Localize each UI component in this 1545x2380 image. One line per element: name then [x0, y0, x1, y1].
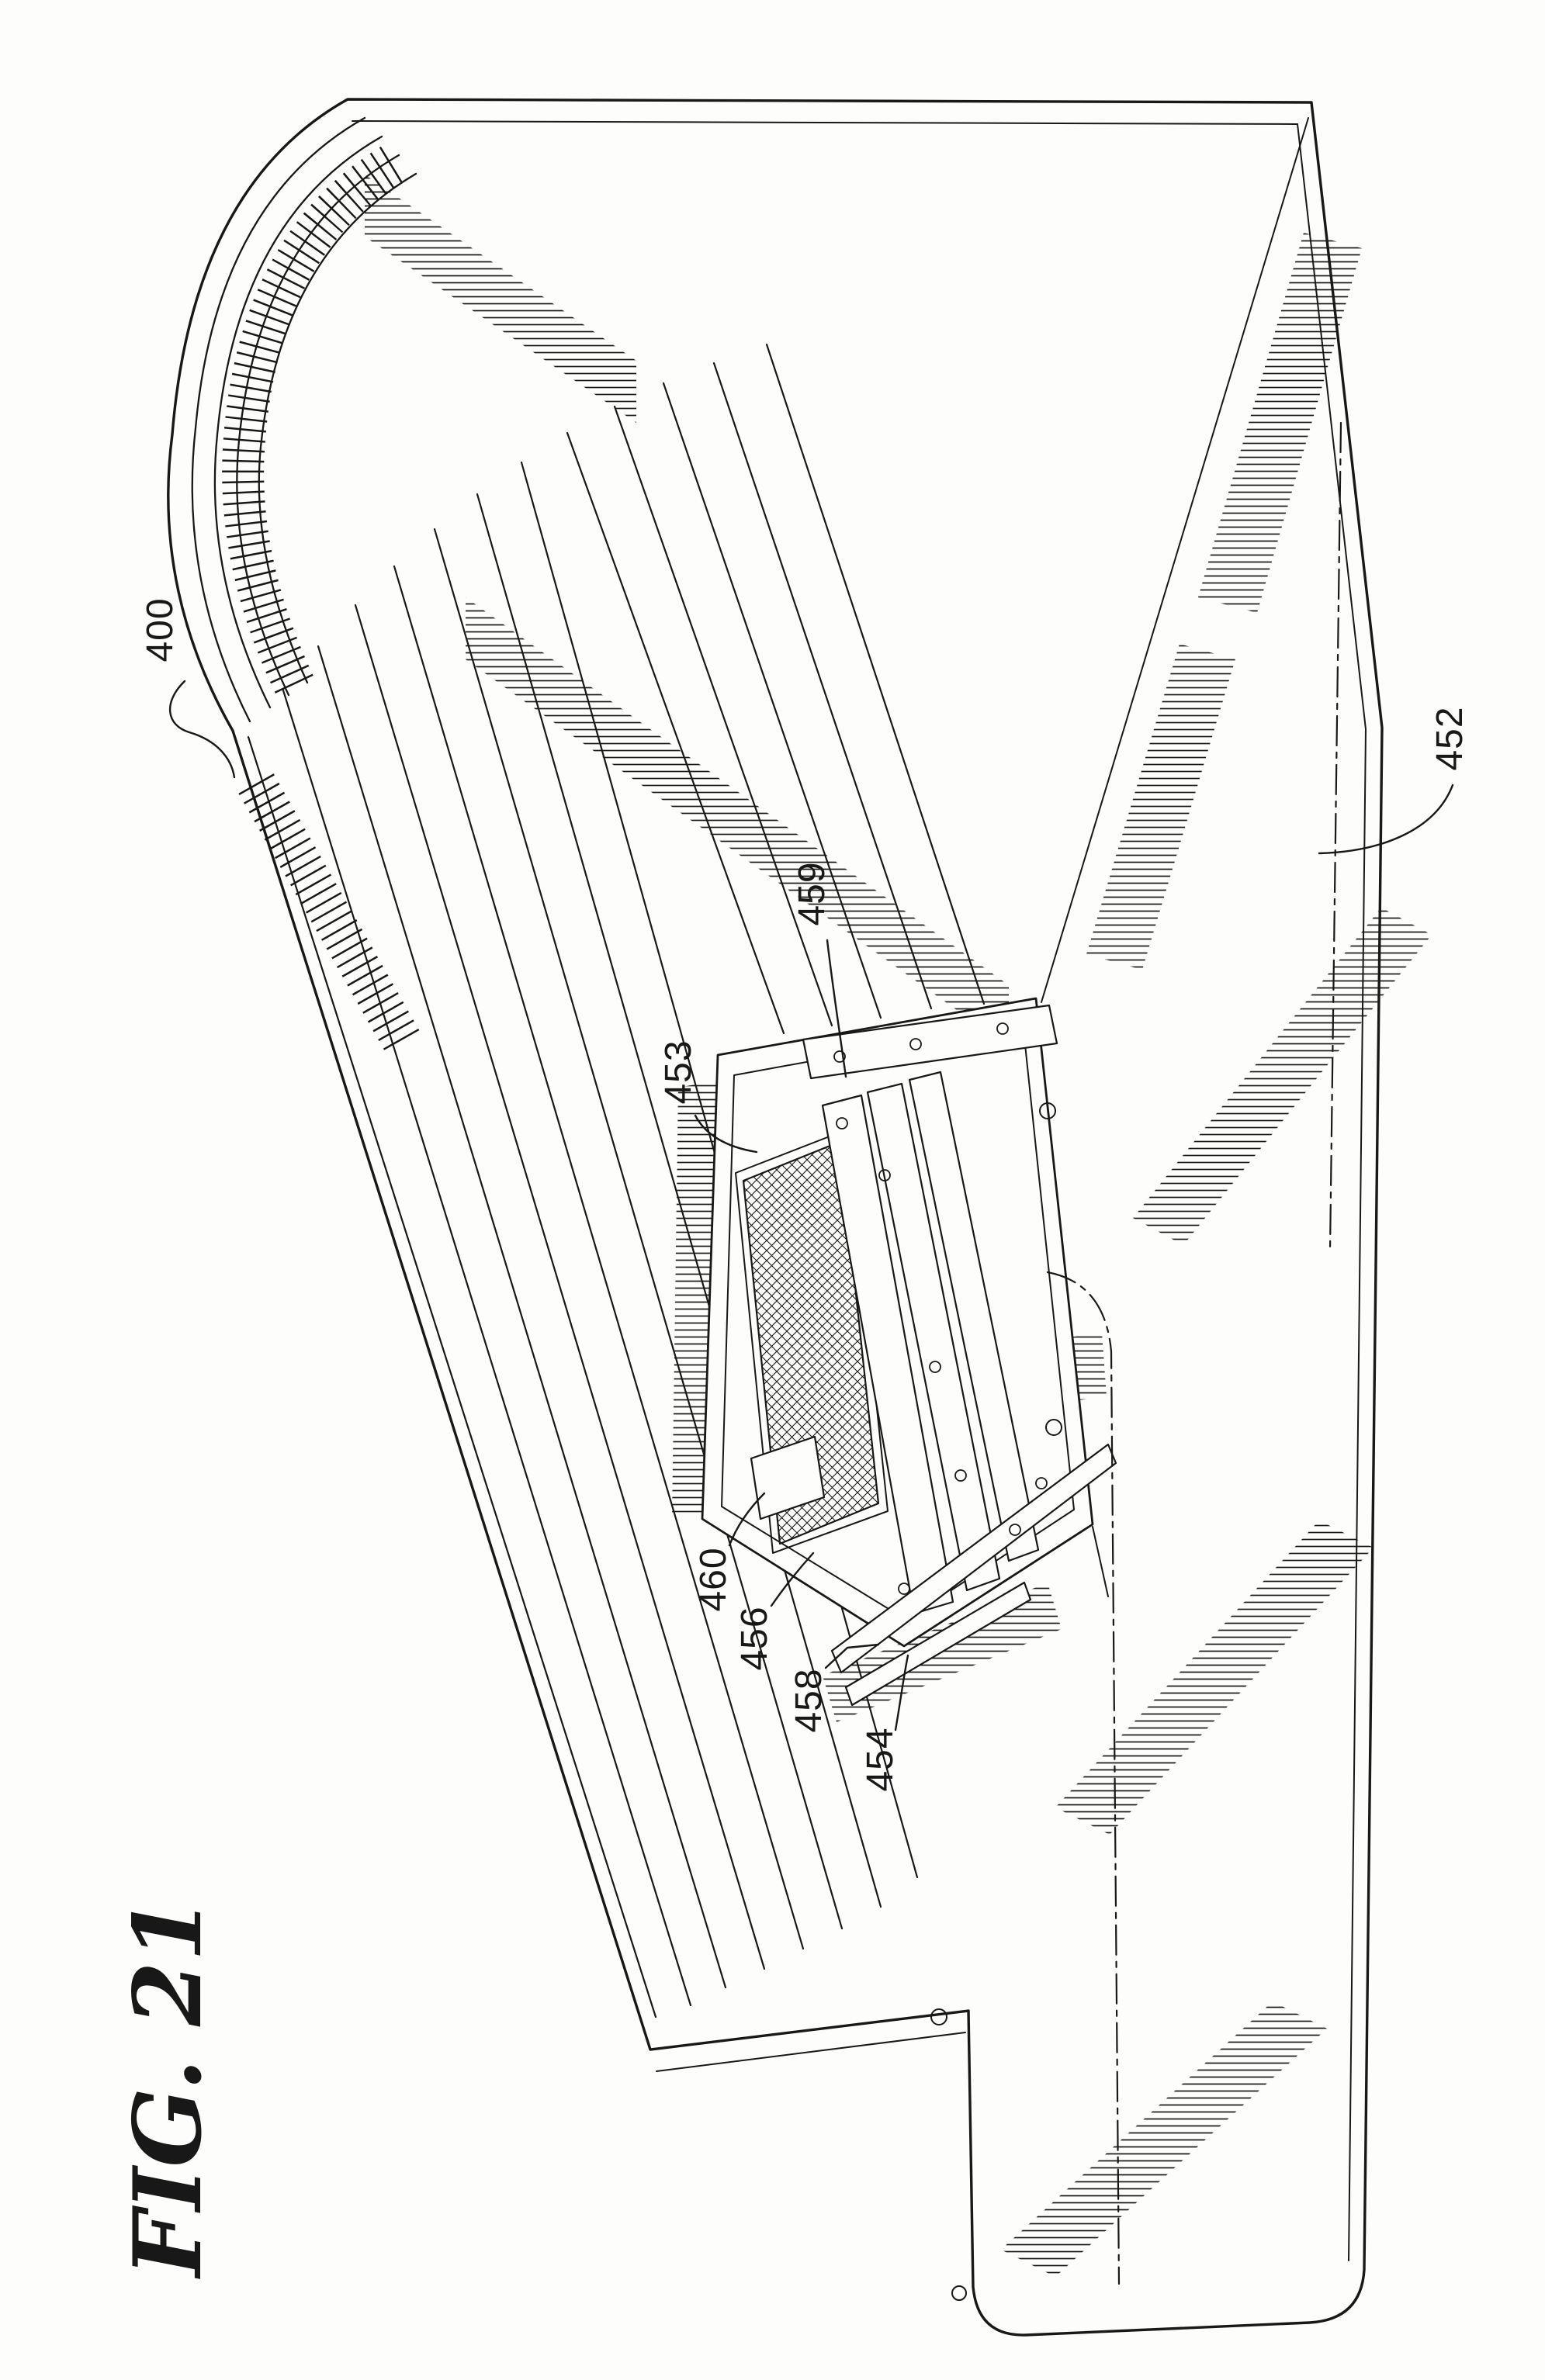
leader-line-400 — [168, 680, 236, 779]
figure-caption: FIG. 21 — [113, 1897, 223, 2279]
centerlines — [1046, 421, 1342, 2285]
mesh-crosshatch — [742, 1140, 880, 1545]
guide-plate — [908, 1071, 1040, 1562]
ref-label-460: 460 — [693, 1547, 734, 1611]
lower-blade — [844, 1581, 1032, 1707]
guide-plate — [866, 1082, 1001, 1592]
leader-line-454 — [894, 1654, 909, 1731]
ref-label-459: 459 — [792, 861, 833, 925]
reference-labels: 400 452 459 453 460 456 458 454 — [140, 597, 1471, 1791]
leader-line-456 — [770, 1551, 815, 1607]
ref-label-400: 400 — [140, 597, 181, 662]
leader-line-458 — [824, 1643, 880, 1669]
leader-line-459 — [826, 939, 847, 1078]
ink-layer: 400 452 459 453 460 456 458 454 FIG. 21 — [113, 98, 1471, 2337]
ref-label-454: 454 — [860, 1727, 901, 1791]
ref-label-456: 456 — [734, 1606, 775, 1670]
mechanism-assembly — [735, 1004, 1117, 1707]
mesh-frame — [735, 1129, 889, 1554]
top-ridge-edge — [1041, 117, 1309, 1003]
leader-line-460 — [728, 1492, 766, 1547]
corner-band — [191, 116, 421, 1053]
top-mounting-bar — [802, 1004, 1058, 1080]
leader-line-453 — [694, 1114, 758, 1154]
bracket — [750, 1435, 826, 1520]
opening-to-pedestal-edge — [1092, 1526, 1109, 1597]
lower-blade — [830, 1443, 1117, 1674]
leader-line-452 — [1318, 784, 1454, 855]
guide-plate — [821, 1094, 954, 1615]
ref-label-453: 453 — [658, 1040, 699, 1104]
ref-label-452: 452 — [1429, 706, 1471, 770]
ref-label-458: 458 — [788, 1668, 830, 1732]
leader-lines — [168, 680, 1454, 1731]
mounting-holes — [930, 1102, 1062, 2301]
screws — [833, 1022, 1048, 1595]
